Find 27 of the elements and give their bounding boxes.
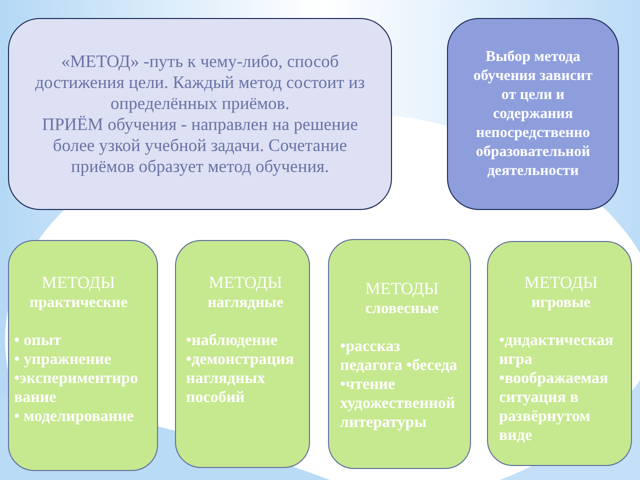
bullet-item: •рассказ педагога •беседа [340, 337, 458, 375]
method-card [8, 240, 158, 471]
method-card [487, 241, 632, 466]
bullet-item: •экспериментирование [14, 369, 140, 407]
bullet-item: •чтение художественной литературы [340, 375, 456, 432]
bullet-item: •наблюдение [186, 331, 278, 350]
definition-text: ПРИЁМ обучения - направлен на решение более узкой учебной задачи. Сочетание приёмов образует метод обучения. [40, 114, 360, 177]
note-text: Выбор метода обучения зависит от цели и содержания непосредственно образовательной деятельности [472, 48, 594, 180]
card-subheading: игровые [531, 293, 591, 312]
card-subheading: наглядные [208, 293, 284, 312]
bullet-item: • опыт [14, 331, 62, 350]
definition-text: «МЕТОД» -путь к чему-либо, способ достижения цели. Каждый метод состоит из определённых приёмов. [34, 51, 366, 114]
bullet-item: • упражнение [14, 350, 112, 369]
card-heading: МЕТОДЫ [42, 273, 116, 293]
card-heading: МЕТОДЫ [524, 273, 598, 293]
bullet-item: • моделирование [14, 407, 134, 426]
method-card [175, 240, 310, 468]
bullet-item: •демонстрация наглядных пособий [186, 350, 295, 407]
card-heading: МЕТОДЫ [208, 273, 282, 293]
card-heading: МЕТОДЫ [365, 279, 439, 299]
card-subheading: словесные [365, 299, 439, 318]
bullet-item: •воображаемая ситуация в развёрнутом виде [499, 369, 610, 445]
card-subheading: практические [29, 293, 128, 312]
definition-panel [8, 18, 392, 210]
bullet-item: •дидактическая игра [499, 331, 614, 369]
info-panel [447, 18, 619, 210]
method-card [328, 239, 471, 469]
